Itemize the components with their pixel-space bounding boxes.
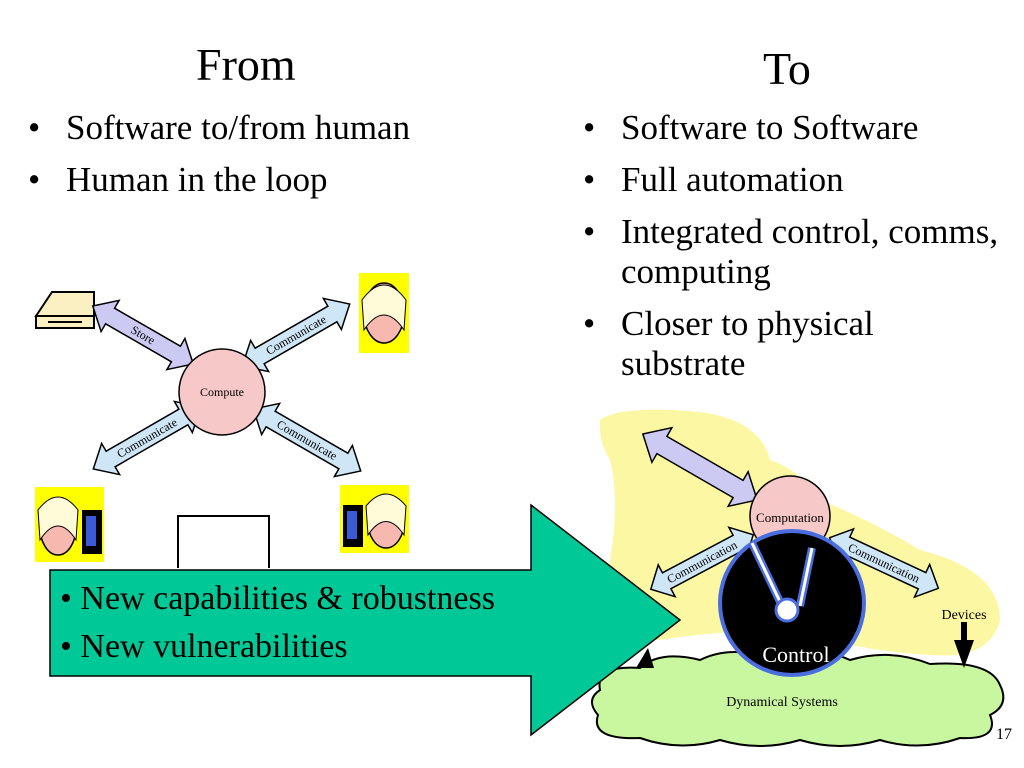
page-number: 17 [996, 726, 1012, 743]
down-arrow-icon [954, 640, 974, 668]
disk-drive-icon [34, 291, 95, 329]
control-node [774, 597, 800, 623]
to-bullet-2: Full automation [583, 160, 1003, 200]
callout-line-1: • New capabilities & robustness [60, 580, 495, 617]
compute-circle [178, 348, 266, 436]
control-label: Control [762, 642, 829, 667]
computation-label: Computation [756, 510, 824, 525]
person-at-computer-icon [35, 487, 104, 562]
from-bullet-list: Software to/from human Human in the loop [28, 108, 410, 212]
to-bullet-4: Closer to physical substrate [583, 304, 1003, 384]
devices-label: Devices [941, 608, 986, 623]
callout-line-2: • New vulnerabilities [60, 628, 348, 665]
down-arrow-stem [961, 622, 967, 642]
dynamical-systems-cloud [591, 649, 1005, 747]
to-bullet-3: Integrated control, comms, computing [583, 212, 1003, 292]
up-arrow-icon [636, 648, 654, 668]
from-heading: From [196, 39, 296, 90]
doorway-frame [177, 515, 270, 568]
dynamical-systems-label: Dynamical Systems [726, 695, 838, 710]
control-feedback-inner [750, 542, 814, 607]
compute-label: Compute [200, 385, 244, 399]
person-at-computer-icon [340, 485, 409, 553]
from-bullet-2: Human in the loop [28, 160, 410, 200]
person-icon [359, 273, 409, 353]
callout-arrow-shape [49, 503, 682, 737]
from-bullet-1: Software to/from human [28, 108, 410, 148]
to-heading: To [763, 43, 811, 94]
to-bullet-list: Software to Software Full automation Int… [583, 108, 1003, 396]
to-bullet-1: Software to Software [583, 108, 1003, 148]
